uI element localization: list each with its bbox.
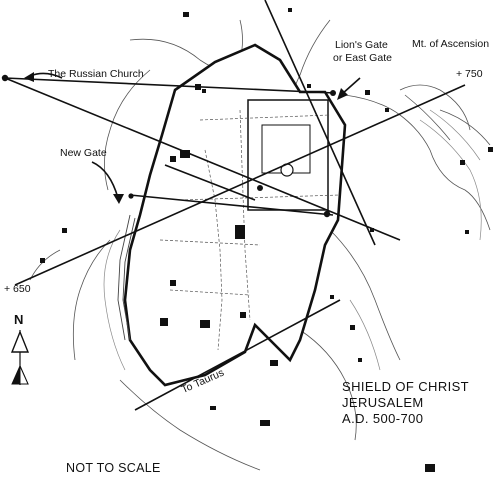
buildings	[40, 8, 493, 472]
label-mt-ascension: Mt. of Ascension	[412, 38, 490, 50]
pointer-new-gate	[91, 161, 119, 199]
line-russian-church	[4, 77, 336, 94]
label-lions-gate: Lion's Gate	[335, 39, 388, 51]
north-arrow-icon	[10, 330, 30, 385]
arrow-pointer-icon	[24, 72, 348, 204]
road-network	[29, 19, 491, 471]
line-to-taurus	[134, 299, 341, 411]
scale-note: NOT TO SCALE	[66, 461, 161, 475]
aqueduct	[117, 214, 136, 341]
terrain-contours	[103, 109, 482, 371]
north-letter: N	[14, 312, 24, 327]
shield-of-christ-lines	[4, 0, 466, 411]
label-east-gate: or East Gate	[333, 52, 392, 64]
title-line-1: SHIELD OF CHRIST	[342, 379, 470, 394]
line-650-750	[14, 84, 466, 286]
label-plus-650: + 650	[4, 283, 31, 295]
city-wall	[123, 43, 347, 387]
line-new-gate	[129, 194, 334, 216]
title-line-3: A.D. 500-700	[342, 411, 424, 426]
title-line-2: JERUSALEM	[342, 395, 424, 410]
line-church-diagonal	[4, 77, 401, 241]
line-nodes	[1, 74, 336, 218]
label-plus-750: + 750	[456, 68, 483, 80]
pointer-lions-gate	[341, 77, 361, 95]
old-city	[123, 43, 347, 387]
label-new-gate: New Gate	[60, 147, 107, 159]
temple-mount	[247, 99, 329, 211]
label-russian-church: The Russian Church	[48, 68, 144, 80]
line-inner-diagonal	[164, 164, 256, 201]
line-lions-gate	[264, 0, 376, 246]
